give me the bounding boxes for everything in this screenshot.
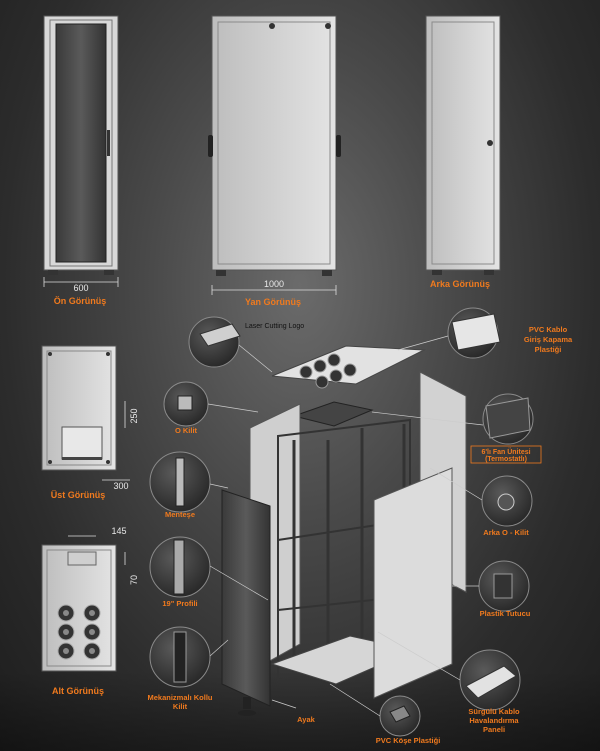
fan-unit-label-1: 6'lı Fan Ünitesi xyxy=(481,447,530,456)
front-view: 600 Ön Görünüş xyxy=(43,15,119,306)
back-view-label: Arka Görünüş xyxy=(430,279,490,289)
bottom-view-label: Alt Görünüş xyxy=(52,686,104,696)
top-view-label: Üst Görünüş xyxy=(51,490,106,500)
back-view: Arka Görünüş xyxy=(425,15,501,289)
vent-label-2: Havalandırma xyxy=(469,716,519,725)
fan-unit-label-box xyxy=(470,445,542,464)
bottom-dim-width: 145 xyxy=(111,526,126,536)
mech-lock-label-2: Kilit xyxy=(173,702,188,711)
back-lock-label: Arka O - Kilit xyxy=(483,528,529,537)
pvc-cable-label-1: PVC Kablo xyxy=(529,325,568,334)
fan-unit-label-2: (Termostatlı) xyxy=(485,456,527,463)
o-lock-label: O Kilit xyxy=(175,426,198,435)
profile-label: 19" Profili xyxy=(162,599,197,608)
pvc-cable-label-3: Plastiği xyxy=(535,345,562,354)
exploded-cabinet xyxy=(221,345,467,716)
top-dim-width: 300 xyxy=(113,481,128,491)
laser-logo-label: Laser Cutting Logo xyxy=(245,323,304,330)
corner-label: PVC Köşe Plastiği xyxy=(376,736,441,745)
bottom-dim-depth: 70 xyxy=(129,575,139,585)
front-width-dim: 600 xyxy=(73,283,88,293)
hinge-label: Menteşe xyxy=(165,510,195,519)
side-view-label: Yan Görünüş xyxy=(245,297,301,307)
front-view-label: Ön Görünüş xyxy=(54,296,107,306)
foot-label: Ayak xyxy=(297,715,315,724)
bottom-view: 145 70 Alt Görünüş xyxy=(41,526,139,696)
bubble-contents xyxy=(173,313,531,723)
side-view: 1000 Yan Görünüş xyxy=(208,15,341,307)
top-dim-depth: 250 xyxy=(129,408,139,423)
leader-lines xyxy=(207,335,484,717)
mech-lock-label-1: Mekanizmalı Kollu xyxy=(147,693,212,702)
callout-labels: Laser Cutting Logo PVC Kablo Giriş Kapam… xyxy=(147,323,573,745)
pvc-cable-label-2: Giriş Kapama xyxy=(524,335,573,344)
plastic-holder-label: Plastik Tutucu xyxy=(480,609,531,618)
vent-label-3: Paneli xyxy=(483,725,505,734)
side-depth-dim: 1000 xyxy=(264,279,284,289)
vent-label-1: Sürgülü Kablo xyxy=(468,707,520,716)
top-view: 250 300 Üst Görünüş xyxy=(41,345,139,500)
